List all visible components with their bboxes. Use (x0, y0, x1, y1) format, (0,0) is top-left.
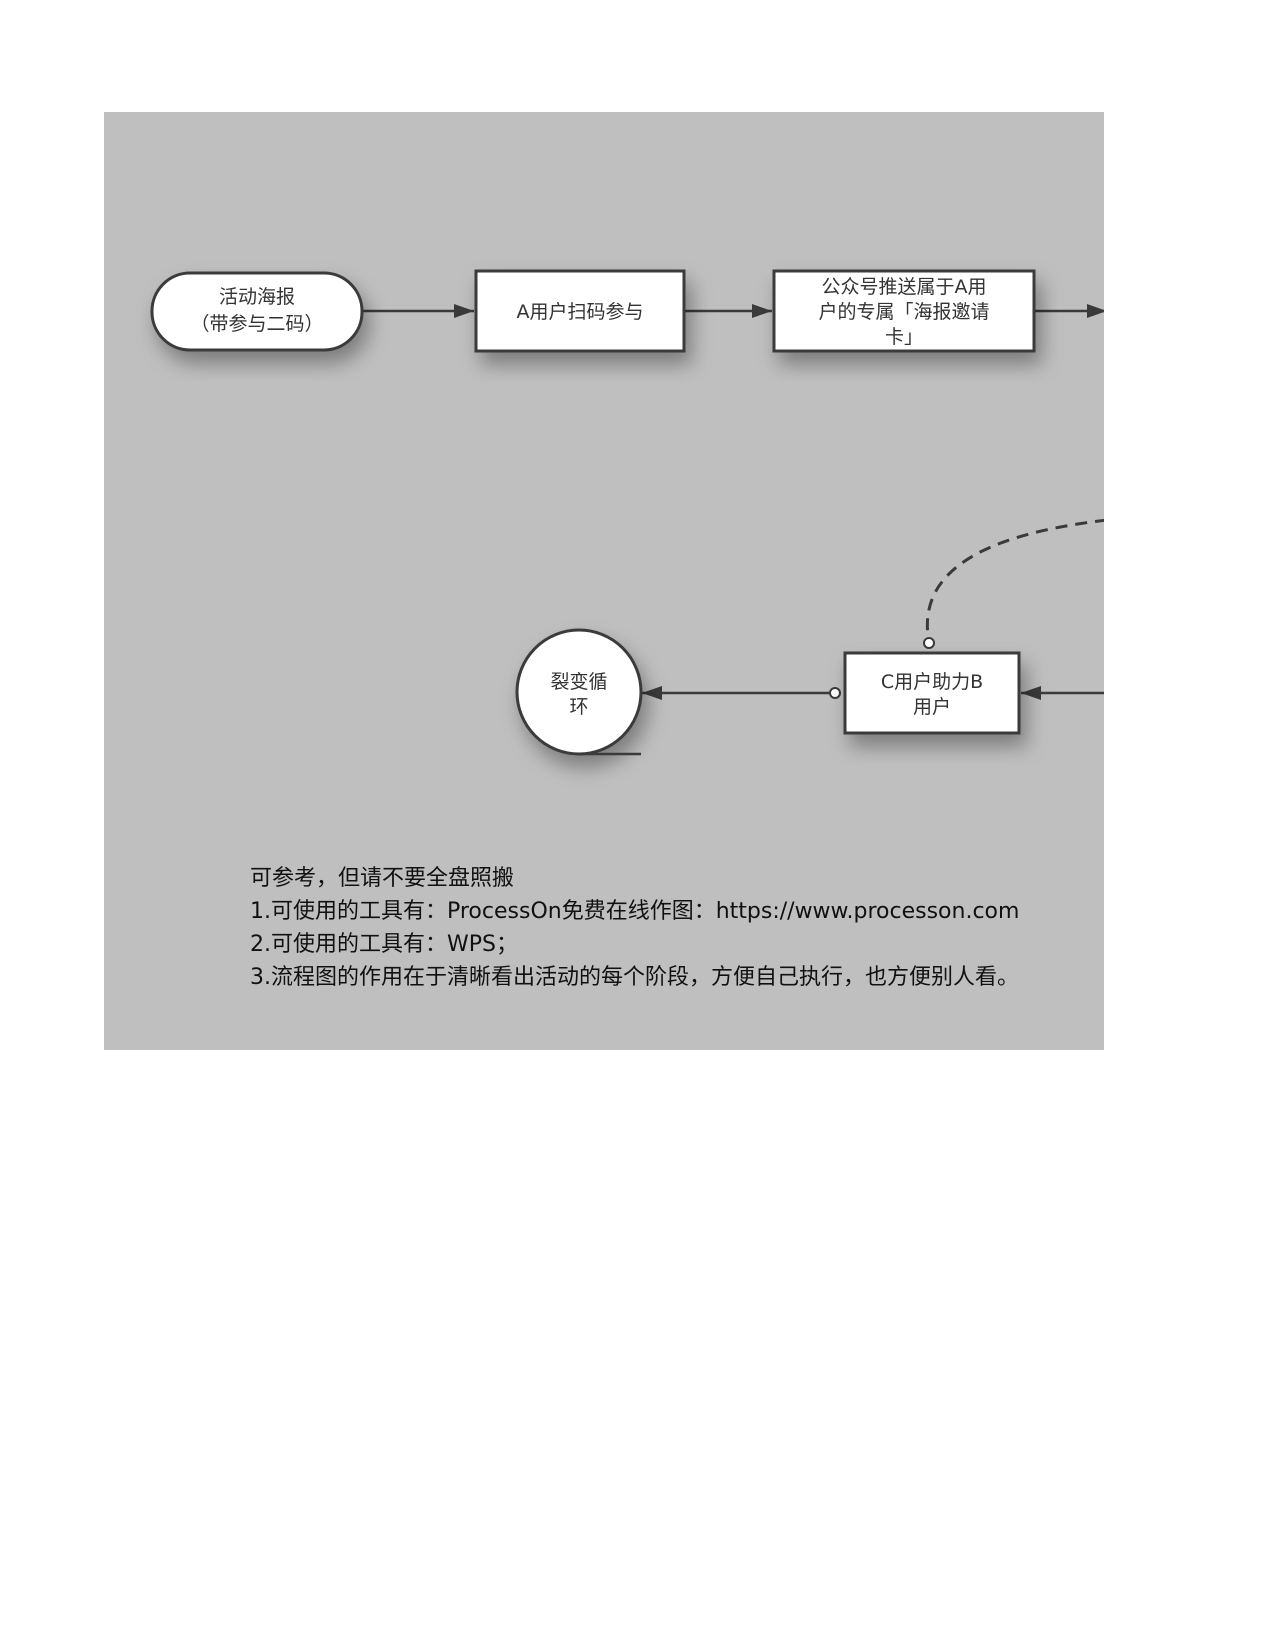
node-user-c-assist-label-2: 用户 (913, 696, 951, 718)
dashed-edge-offscreen-to-assist (925, 518, 1104, 643)
node-user-a-scan-shape (474, 269, 686, 353)
node-push-invite-card-label-1: 公众号推送属于A用 (822, 276, 987, 298)
flowchart-canvas: 活动海报 （带参与二码） A用户扫码参与 公众号推送属于A用 户的专属「海报邀请… (150, 269, 1104, 756)
notes-line-2: 2.可使用的工具有：WPS； (250, 932, 518, 957)
flowchart-figure: 活动海报 （带参与二码） A用户扫码参与 公众号推送属于A用 户的专属「海报邀请… (104, 112, 1104, 1050)
node-activity-poster-shape (150, 271, 364, 352)
notes-line-3: 3.流程图的作用在于清晰看出活动的每个阶段，方便自己执行，也方便别人看。 (250, 965, 1019, 990)
node-user-a-scan-label: A用户扫码参与 (517, 301, 644, 323)
node-user-c-assist-label-1: C用户助力B (881, 671, 983, 693)
reference-notes: 可参考，但请不要全盘照搬 1.可使用的工具有：ProcessOn免费在线作图：h… (250, 862, 1104, 994)
node-activity-poster-label-2: （带参与二码） (190, 313, 323, 335)
node-user-a-scan: A用户扫码参与 (474, 269, 686, 353)
node-push-invite-card: 公众号推送属于A用 户的专属「海报邀请 卡」 (772, 269, 1036, 353)
edge-assist-to-loop-start-dot (829, 687, 841, 699)
notes-heading: 可参考，但请不要全盘照搬 (250, 866, 515, 891)
node-fission-loop-label-1: 裂变循 (550, 671, 607, 693)
node-fission-loop: 裂变循 环 (515, 628, 643, 756)
node-push-invite-card-shape (772, 269, 1036, 353)
node-activity-poster-label-1: 活动海报 (219, 286, 295, 308)
dashed-edge-end-dot (923, 637, 935, 649)
node-user-c-assist-shape (843, 651, 1021, 735)
node-push-invite-card-label-3: 卡」 (885, 326, 923, 348)
node-push-invite-card-label-2: 户的专属「海报邀请 (818, 301, 989, 323)
node-activity-poster: 活动海报 （带参与二码） (150, 271, 364, 352)
node-fission-loop-label-2: 环 (569, 696, 588, 718)
notes-line-1: 1.可使用的工具有：ProcessOn免费在线作图：https://www.pr… (250, 899, 1020, 924)
node-user-c-assist: C用户助力B 用户 (843, 651, 1021, 735)
